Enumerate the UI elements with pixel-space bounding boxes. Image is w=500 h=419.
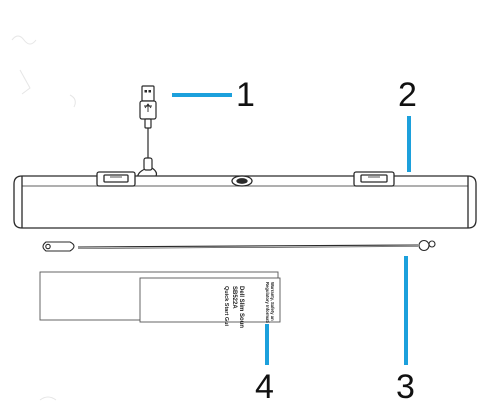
- left-mount-clip: [96, 171, 136, 187]
- callout-number-2: 2: [398, 76, 417, 114]
- background-faint-marks: [11, 35, 76, 401]
- usb-plug-metal: [141, 85, 155, 102]
- guide-subtitle: Quick Start Gui: [223, 286, 229, 327]
- callout-number-4: 4: [255, 368, 274, 406]
- cable-lock-head: [42, 241, 75, 252]
- guide-model: SB522A: [231, 286, 237, 309]
- security-cable: [42, 239, 436, 252]
- usb-cable-clip: [143, 157, 153, 171]
- soundbar: [13, 171, 477, 229]
- cable-loop-end: [418, 239, 430, 252]
- usb-strain-relief: [144, 118, 152, 129]
- callout-number-3: 3: [396, 368, 415, 406]
- right-mount-clip: [353, 171, 395, 187]
- safety-doc-line1: Warranty, Safety an: [270, 282, 275, 321]
- guide-title-line1: Dell Slim Soun: [238, 286, 244, 328]
- safety-doc-line2: Regulatory Informati: [265, 282, 270, 323]
- documents: Dell Slim Soun SB522A Quick Start Gui Wa…: [39, 271, 281, 328]
- usb-cable: [136, 85, 158, 181]
- document-front-sheet: [139, 277, 281, 323]
- center-control-button: [231, 175, 253, 187]
- callout-number-1: 1: [236, 76, 255, 114]
